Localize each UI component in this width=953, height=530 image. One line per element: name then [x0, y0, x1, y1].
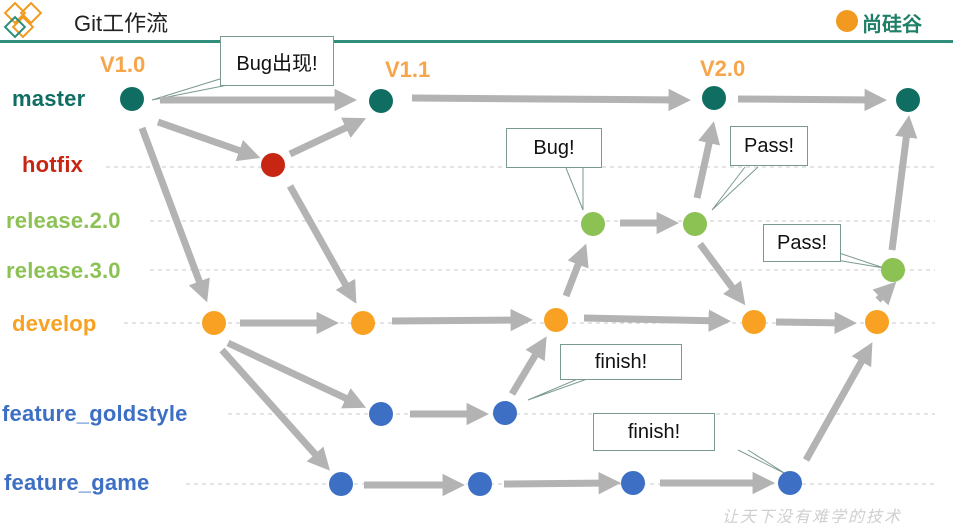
callout-pointer: [737, 449, 787, 475]
commit-node-hotfix: [261, 153, 285, 177]
commit-node-master: [896, 88, 920, 112]
commit-node-develop: [865, 310, 889, 334]
commit-node-master: [369, 89, 393, 113]
branch-label-hotfix: hotfix: [22, 152, 84, 177]
arrow: [775, 311, 857, 335]
version-label: V2.0: [700, 56, 746, 81]
commit-node-develop: [351, 311, 375, 335]
arrow: [288, 117, 367, 158]
branch-label-feature-game: feature_game: [4, 470, 150, 495]
callout-bug: Bug!: [506, 128, 602, 168]
callout-finish-goldstyle: finish!: [560, 344, 682, 380]
arrow: [411, 88, 691, 112]
arrow: [737, 88, 887, 112]
header-divider: [0, 40, 953, 43]
commit-node-develop: [202, 311, 226, 335]
branch-label-release-3: release.3.0: [6, 258, 121, 283]
callout-pointer: [565, 167, 584, 211]
callout-finish-game: finish!: [593, 413, 715, 451]
branch-label-develop: develop: [12, 311, 97, 336]
callout-pointer: [835, 251, 885, 269]
commit-node-master: [120, 87, 144, 111]
commit-node-release: [581, 212, 605, 236]
arrow: [286, 184, 357, 304]
page-title: Git工作流: [74, 11, 169, 36]
arrow: [508, 336, 547, 396]
commit-node-feature: [621, 471, 645, 495]
branch-label-release-2: release.2.0: [6, 208, 121, 233]
callout-pointer: [711, 166, 759, 211]
arrow: [562, 243, 589, 298]
arrow: [219, 347, 330, 471]
brand-logo-icon: [836, 10, 858, 32]
diamond-logo-icon: [3, 1, 43, 39]
version-label: V1.0: [100, 52, 146, 77]
branch-label-feature-goldstyle: feature_goldstyle: [2, 401, 188, 426]
version-label: V1.1: [385, 57, 431, 82]
commit-node-develop: [742, 310, 766, 334]
arrow: [872, 281, 897, 306]
callout-pass-release2: Pass!: [730, 126, 808, 166]
arrow: [138, 126, 210, 303]
callout-pointer: [151, 73, 237, 101]
commit-node-develop: [544, 308, 568, 332]
commit-node-feature: [369, 402, 393, 426]
arrow: [697, 241, 746, 306]
arrow: [156, 118, 261, 162]
arrow: [693, 121, 721, 199]
arrow: [226, 339, 367, 409]
commit-node-master: [702, 86, 726, 110]
commit-node-feature: [493, 401, 517, 425]
callout-pass-release3: Pass!: [763, 224, 841, 262]
commit-node-feature: [468, 472, 492, 496]
callout-pointer: [527, 377, 591, 401]
arrow: [583, 309, 731, 332]
commit-node-release: [881, 258, 905, 282]
arrow: [503, 471, 621, 495]
brand-name: 尚硅谷: [862, 14, 922, 36]
arrow: [391, 308, 533, 332]
arrow: [802, 342, 873, 462]
commit-node-feature: [329, 472, 353, 496]
arrow: [888, 115, 918, 251]
commit-node-release: [683, 212, 707, 236]
branch-label-master: master: [12, 86, 86, 111]
callout-bug-appeared: Bug出现!: [220, 36, 334, 86]
commit-node-feature: [778, 471, 802, 495]
watermark: 让天下没有难学的技术: [722, 509, 903, 526]
